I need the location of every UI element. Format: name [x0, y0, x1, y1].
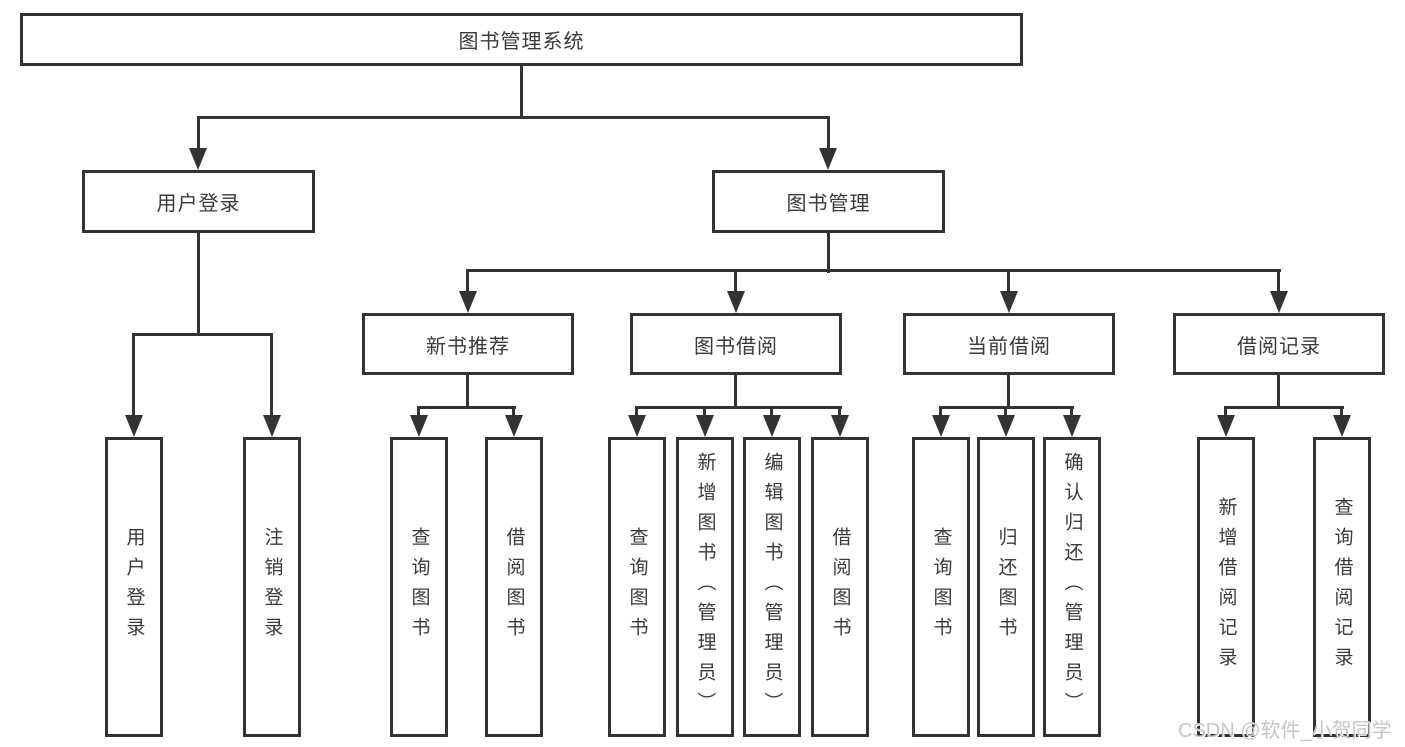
connector: [1224, 406, 1344, 409]
node-label: 新书推荐: [426, 335, 510, 358]
connector: [827, 116, 830, 152]
arrowhead-down-icon: [1270, 291, 1288, 313]
leaf-edit-book-admin: 编辑图书（管理员）: [743, 437, 801, 737]
connector: [197, 233, 200, 336]
leaf-label: 注销登录: [261, 527, 283, 647]
node-new-book-recommendation: 新书推荐: [362, 313, 574, 375]
connector: [1007, 269, 1010, 291]
leaf-label: 新增借阅记录: [1215, 497, 1237, 677]
connector: [466, 375, 469, 409]
connector: [132, 333, 273, 336]
leaf-return-books: 归还图书: [977, 437, 1035, 737]
node-label: 图书管理系统: [458, 31, 585, 53]
leaf-label: 借阅图书: [503, 527, 525, 647]
connector: [1070, 406, 1073, 417]
connector: [466, 269, 469, 291]
connector: [520, 64, 523, 118]
connector: [703, 406, 706, 417]
node-label: 图书借阅: [694, 335, 778, 358]
leaf-label: 归还图书: [995, 527, 1017, 647]
arrowhead-down-icon: [696, 415, 714, 437]
connector: [1224, 406, 1227, 417]
arrowhead-down-icon: [763, 415, 781, 437]
leaf-add-book-admin: 新增图书（管理员）: [676, 437, 734, 737]
connector: [132, 333, 135, 417]
leaf-query-borrow-record: 查询借阅记录: [1313, 437, 1371, 737]
leaf-label: 用户登录: [123, 527, 145, 647]
leaf-label: 编辑图书（管理员）: [761, 452, 783, 722]
leaf-query-books-current: 查询图书: [912, 437, 970, 737]
leaf-label: 查询图书: [626, 527, 648, 647]
leaf-label: 查询图书: [408, 527, 430, 647]
connector: [417, 406, 420, 417]
leaf-label: 借阅图书: [829, 527, 851, 647]
arrowhead-down-icon: [189, 148, 207, 170]
connector: [1340, 406, 1343, 417]
watermark: CSDN @软件_小贺同学: [1178, 720, 1392, 742]
connector: [635, 406, 842, 409]
connector: [770, 406, 773, 417]
node-label: 用户登录: [156, 193, 241, 215]
node-book-borrowing: 图书借阅: [630, 313, 842, 375]
arrowhead-down-icon: [1217, 415, 1235, 437]
arrowhead-down-icon: [505, 415, 523, 437]
leaf-query-books-recommend: 查询图书: [390, 437, 448, 737]
connector: [1007, 375, 1010, 409]
connector: [1277, 269, 1280, 291]
arrowhead-down-icon: [932, 415, 950, 437]
connector: [197, 116, 200, 152]
node-label: 借阅记录: [1237, 335, 1321, 358]
arrowhead-down-icon: [1063, 415, 1081, 437]
arrowhead-down-icon: [997, 415, 1015, 437]
arrowhead-down-icon: [459, 291, 477, 313]
node-current-borrowing: 当前借阅: [903, 313, 1115, 375]
leaf-confirm-return-admin: 确认归还（管理员）: [1043, 437, 1101, 737]
leaf-add-borrow-record: 新增借阅记录: [1197, 437, 1255, 737]
leaf-user-login: 用户登录: [105, 437, 163, 737]
arrowhead-down-icon: [831, 415, 849, 437]
connector: [734, 375, 737, 409]
arrowhead-down-icon: [628, 415, 646, 437]
node-library-management-system: 图书管理系统: [20, 13, 1023, 66]
arrowhead-down-icon: [410, 415, 428, 437]
arrowhead-down-icon: [727, 291, 745, 313]
connector: [827, 233, 830, 273]
connector: [512, 406, 515, 417]
node-label: 当前借阅: [967, 335, 1051, 358]
connector: [1277, 375, 1280, 409]
connector: [1004, 406, 1007, 417]
connector: [939, 406, 942, 417]
node-user-login: 用户登录: [82, 170, 315, 233]
leaf-label: 新增图书（管理员）: [694, 452, 716, 722]
arrowhead-down-icon: [125, 415, 143, 437]
leaf-label: 查询借阅记录: [1331, 497, 1353, 677]
connector: [197, 116, 830, 119]
connector: [466, 269, 1281, 272]
leaf-borrow-books: 借阅图书: [811, 437, 869, 737]
connector: [635, 406, 638, 417]
connector: [734, 269, 737, 291]
arrowhead-down-icon: [1333, 415, 1351, 437]
arrowhead-down-icon: [263, 415, 281, 437]
leaf-logout: 注销登录: [243, 437, 301, 737]
arrowhead-down-icon: [819, 148, 837, 170]
node-borrowing-records: 借阅记录: [1173, 313, 1385, 375]
leaf-query-books-borrowing: 查询图书: [608, 437, 666, 737]
node-book-management: 图书管理: [712, 170, 945, 233]
arrowhead-down-icon: [1000, 291, 1018, 313]
leaf-label: 查询图书: [930, 527, 952, 647]
connector: [417, 406, 516, 409]
connector: [838, 406, 841, 417]
leaf-label: 确认归还（管理员）: [1061, 452, 1083, 722]
connector: [270, 333, 273, 417]
leaf-borrow-books-recommend: 借阅图书: [485, 437, 543, 737]
node-label: 图书管理: [786, 193, 871, 215]
